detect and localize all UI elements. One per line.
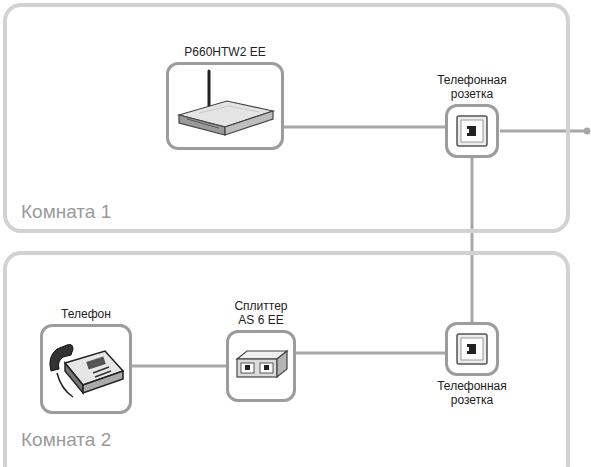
device-label: Телефонная розетка (424, 379, 520, 407)
splitter-box: Сплиттер AS 6 EE (226, 330, 296, 402)
device-label: P660HTW2 EE (165, 45, 285, 59)
room-name: Комната 1 (21, 201, 111, 223)
cable-line (471, 158, 474, 322)
device-label: Телефонная розетка (424, 73, 520, 101)
line-end-dot (584, 128, 591, 135)
splitter-icon (229, 333, 293, 399)
cable-line (284, 126, 445, 129)
room-name: Комната 2 (21, 429, 111, 451)
device-label: Сплиттер AS 6 EE (226, 299, 296, 327)
router-icon (169, 65, 281, 147)
room-band: Комната 1 P660HTW2 EE Телефонная розетка (3, 3, 570, 233)
room-band: Комната 2 Телефон Сплиттер AS 6 EE Телеф… (3, 251, 570, 467)
socket-box: Телефонная розетка (445, 322, 499, 376)
socket-box: Телефонная розетка (445, 104, 499, 158)
socket-icon (448, 325, 496, 373)
phone-box: Телефон (40, 324, 132, 414)
router-box: P660HTW2 EE (166, 62, 284, 150)
device-label: Телефон (41, 307, 131, 321)
phone-icon (43, 327, 129, 411)
cable-line (296, 352, 445, 355)
outgoing-line (500, 130, 587, 133)
socket-icon (448, 107, 496, 155)
cable-line (132, 365, 226, 368)
